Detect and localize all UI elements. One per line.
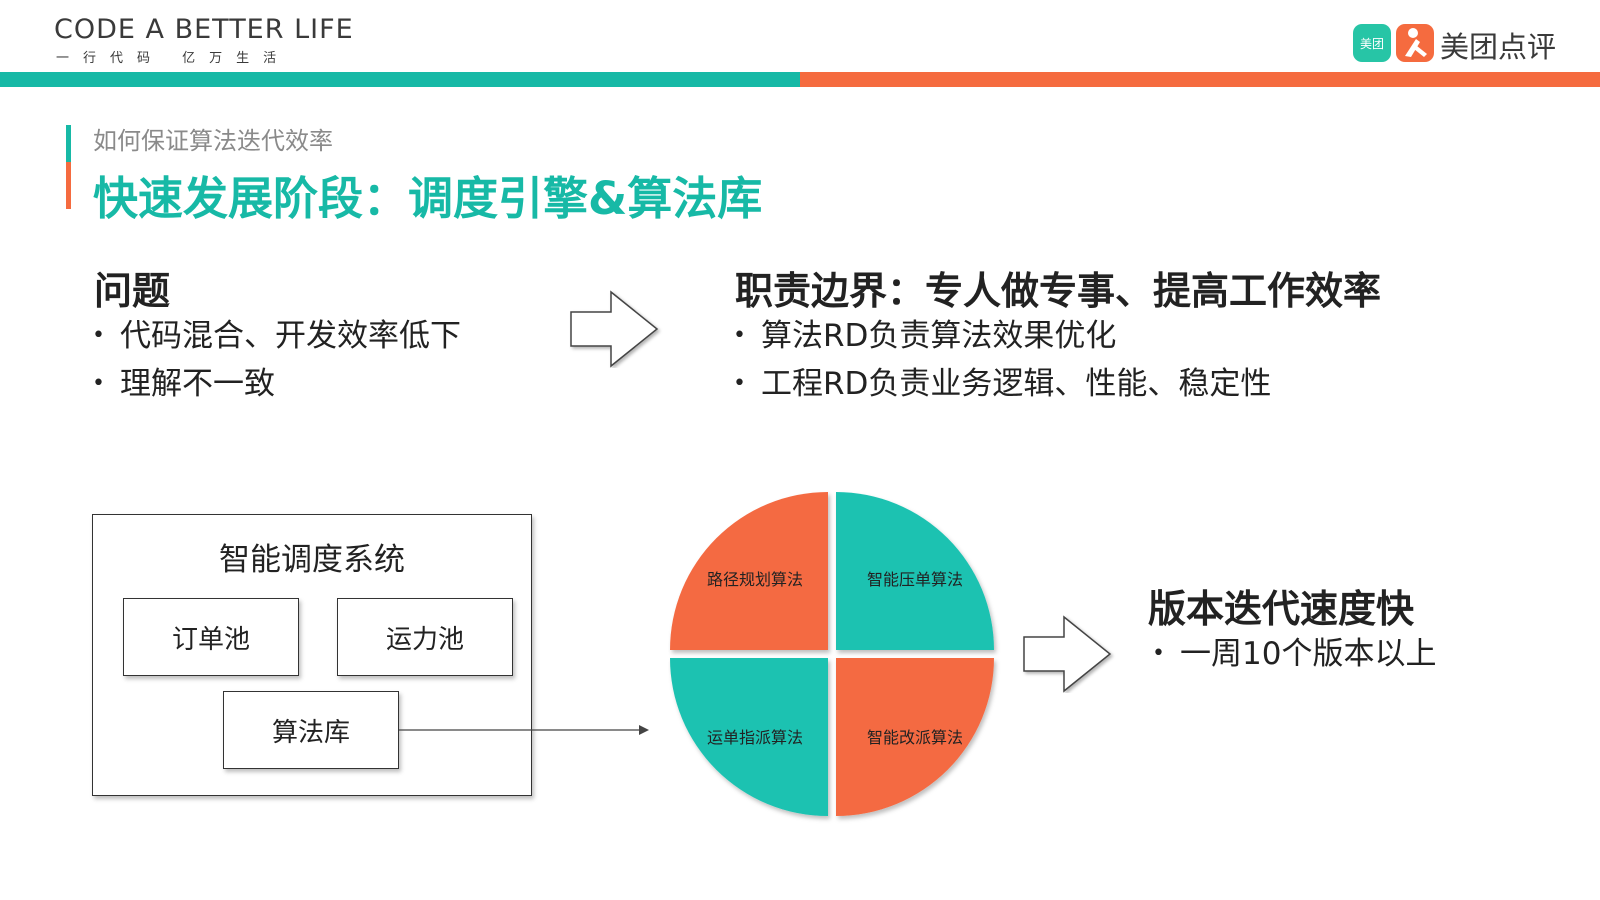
quadrant-label-order-assignment: 运单指派算法 (706, 728, 803, 747)
bullet-icon: • (1152, 641, 1165, 666)
boundary-list: •算法RD负责算法效果优化 •工程RD负责业务逻辑、性能、稳定性 (733, 312, 1271, 408)
algorithm-quadrant-diagram (670, 492, 994, 816)
boundary-heading: 职责边界：专人做专事、提高工作效率 (735, 269, 1382, 313)
brand-subtitle: 一行代码 亿万生活 (56, 51, 291, 66)
quadrant-label-reassignment: 智能改派算法 (866, 728, 963, 747)
title-accent-teal (66, 125, 71, 162)
header-bar-orange (800, 72, 1600, 87)
slide-subtitle: 如何保证算法迭代效率 (93, 127, 333, 155)
quadrant-bottom-left (670, 658, 828, 816)
connector-arrow (399, 725, 649, 735)
title-accent-orange (66, 162, 71, 209)
meituan-logo-icon: 美团 (1353, 24, 1391, 62)
transport-pool-box: 运力池 (337, 598, 513, 676)
quadrant-top-right (836, 492, 994, 650)
list-item: •代码混合、开发效率低下 (92, 312, 461, 360)
quadrant-bottom-right (836, 658, 994, 816)
speed-heading: 版本迭代速度快 (1148, 587, 1415, 631)
list-item: •理解不一致 (92, 360, 461, 408)
dianping-logo-icon (1396, 24, 1434, 62)
brand-title: CODE A BETTER LIFE (54, 14, 354, 45)
list-item: •工程RD负责业务逻辑、性能、稳定性 (733, 360, 1271, 408)
bullet-icon: • (92, 371, 105, 396)
order-pool-box: 订单池 (123, 598, 299, 676)
speed-list: •一周10个版本以上 (1152, 630, 1436, 678)
bullet-icon: • (92, 323, 105, 348)
logo-text: 美团点评 (1440, 30, 1557, 64)
quadrant-label-route-planning: 路径规划算法 (706, 570, 803, 589)
list-item: •算法RD负责算法效果优化 (733, 312, 1271, 360)
right-arrow-icon (570, 290, 659, 368)
slide-title: 快速发展阶段：调度引擎&算法库 (93, 172, 763, 225)
quadrant-top-left (670, 492, 828, 650)
right-arrow-icon (1023, 615, 1112, 693)
quadrant-label-order-holding: 智能压单算法 (866, 570, 963, 589)
problem-heading: 问题 (94, 269, 171, 313)
bullet-icon: • (733, 371, 746, 396)
algo-lib-box: 算法库 (223, 691, 399, 769)
dispatch-system-title: 智能调度系统 (219, 542, 405, 578)
list-item: •一周10个版本以上 (1152, 630, 1436, 678)
bullet-icon: • (733, 323, 746, 348)
problem-list: •代码混合、开发效率低下 •理解不一致 (92, 312, 461, 408)
header-bar-teal (0, 72, 800, 87)
